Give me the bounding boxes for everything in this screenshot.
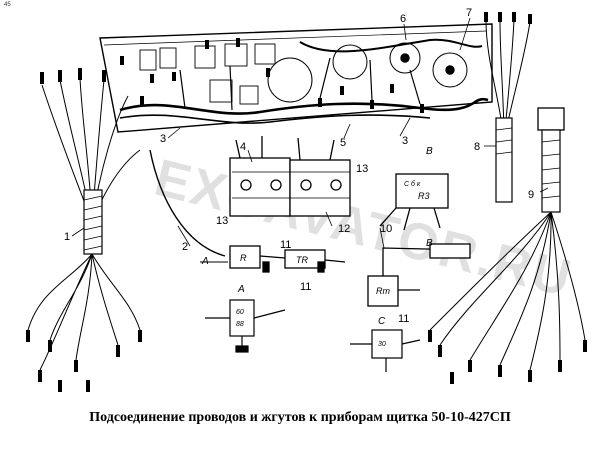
- callout-13-right: 13: [356, 163, 368, 175]
- view-b-mid-label: B: [426, 238, 433, 249]
- callout-11-c: 11: [398, 313, 409, 325]
- view-a-block: [205, 299, 286, 353]
- relay-r-label: R: [240, 253, 247, 263]
- callout-5: 5: [340, 137, 346, 149]
- callout-11-a: 11: [280, 239, 291, 251]
- callout-3-right: 3: [402, 135, 408, 147]
- r3-block: [379, 173, 449, 231]
- callout-1: 1: [64, 231, 70, 243]
- r3-terminals-label: С б к: [404, 180, 421, 188]
- callout-3-left: 3: [160, 133, 166, 145]
- relay-tr-label: TR: [296, 255, 308, 265]
- cable-8: [484, 12, 532, 203]
- callout-10: 10: [380, 223, 392, 235]
- callout-8: 8: [474, 141, 480, 153]
- callout-4: 4: [240, 141, 246, 153]
- harness-1-left: [26, 68, 142, 392]
- view-a-arrow-label: A: [201, 256, 209, 267]
- view-b-top-label: B: [426, 146, 433, 157]
- view-labels: A A B B C: [201, 146, 433, 327]
- callout-11-b: 11: [300, 281, 311, 293]
- page-number-mark: 45: [4, 2, 11, 8]
- component-labels: R TR Rт R3 С б к 60 88 30: [236, 180, 430, 348]
- harness-9-right: [428, 107, 587, 384]
- instrument-panel: [99, 23, 493, 133]
- callout-7: 7: [466, 7, 472, 19]
- callout-6: 6: [400, 13, 406, 25]
- callout-12: 12: [338, 223, 350, 235]
- callout-leaders: [71, 17, 549, 249]
- r3-label: R3: [418, 191, 430, 201]
- view-a-label: A: [237, 284, 245, 295]
- callout-13-left: 13: [216, 215, 228, 227]
- terminal-30-label: 30: [378, 341, 386, 348]
- rt-block: [367, 243, 471, 307]
- view-c-label: C: [378, 316, 386, 327]
- callout-2: 2: [182, 241, 188, 253]
- view-c-block: [350, 329, 421, 372]
- callout-9: 9: [528, 189, 534, 201]
- terminal-60-label: 60: [236, 309, 244, 316]
- relay-unit-r-tr: [229, 245, 346, 273]
- callout-numbers: 1 2 3 3 4 5 6 7 8 9 10 11 11 11 12 13 13: [64, 7, 534, 325]
- rt-label: Rт: [376, 286, 390, 296]
- lead-2: [149, 149, 228, 263]
- terminal-blocks-13: [229, 136, 351, 217]
- figure-caption: Подсоединение проводов и жгутов к прибор…: [89, 410, 511, 425]
- terminal-88-label: 88: [236, 321, 244, 328]
